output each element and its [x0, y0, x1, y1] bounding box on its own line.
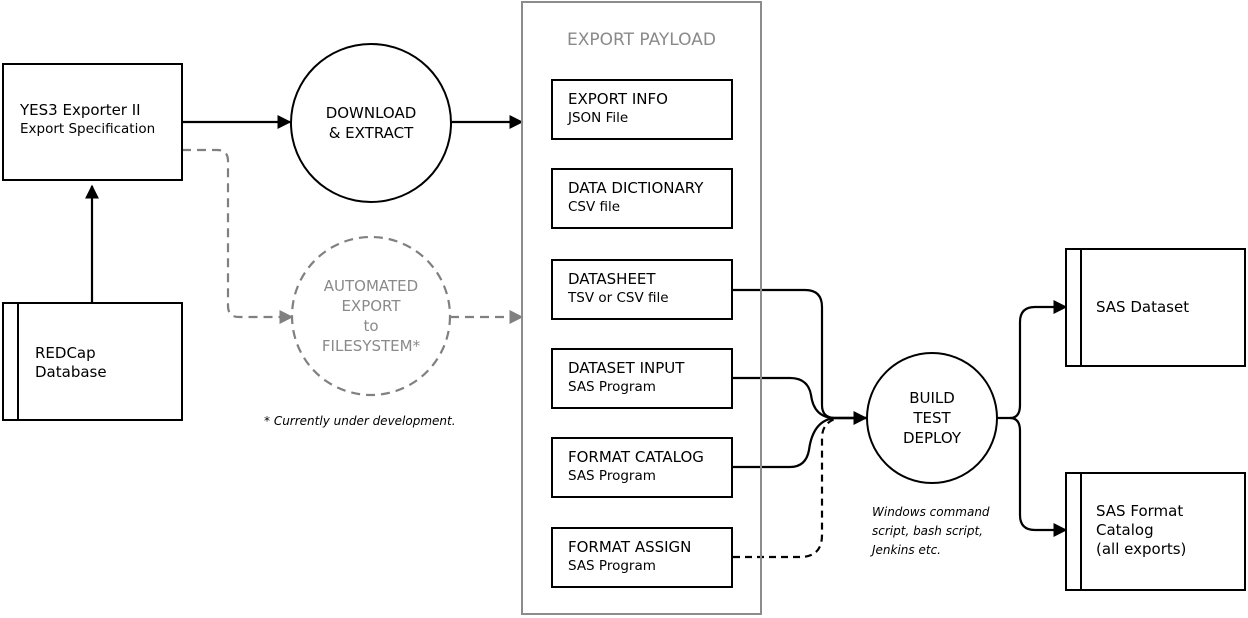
build-label-line1: BUILD	[909, 389, 955, 407]
datastore-bar	[1067, 474, 1082, 589]
export-payload-container	[521, 1, 762, 615]
payload-item-subtitle: SAS Program	[568, 379, 656, 395]
connector-dataset-input-to-build	[733, 376, 836, 420]
payload-item-title: DATA DICTIONARY	[568, 179, 704, 197]
payload-item-subtitle: SAS Program	[568, 558, 656, 574]
payload-item-subtitle: JSON File	[568, 110, 629, 126]
exporter-subtitle: Export Specification	[20, 121, 156, 137]
arrow-build-to-sas-dataset	[997, 300, 1068, 420]
payload-item-format-assign[interactable]: FORMAT ASSIGN SAS Program	[551, 527, 733, 588]
payload-item-title: FORMAT ASSIGN	[568, 538, 692, 556]
redcap-database-node[interactable]: REDCap Database	[2, 302, 183, 421]
exporter-title: YES3 Exporter II	[20, 101, 141, 119]
connector-format-assign-to-build	[733, 416, 839, 559]
payload-item-format-catalog[interactable]: FORMAT CATALOG SAS Program	[551, 437, 733, 498]
download-extract-node[interactable]: DOWNLOAD & EXTRACT	[290, 43, 452, 203]
datastore-bar	[1067, 250, 1082, 365]
sas-format-catalog-node[interactable]: SAS Format Catalog (all exports)	[1065, 472, 1246, 591]
payload-item-subtitle: SAS Program	[568, 468, 656, 484]
payload-item-title: EXPORT INFO	[568, 90, 668, 108]
redcap-label-line2: Database	[35, 363, 107, 381]
build-test-deploy-node[interactable]: BUILD TEST DEPLOY	[866, 352, 998, 484]
payload-item-subtitle: CSV file	[568, 199, 621, 215]
connector-format-catalog-to-build	[733, 416, 836, 469]
payload-item-export-info[interactable]: EXPORT INFO JSON File	[551, 79, 733, 140]
payload-item-title: FORMAT CATALOG	[568, 448, 704, 466]
download-label-line2: & EXTRACT	[328, 124, 414, 142]
build-note-line2: script, bash script,	[872, 524, 983, 538]
yes3-exporter-node[interactable]: YES3 Exporter II Export Specification	[2, 63, 183, 181]
payload-item-dataset-input[interactable]: DATASET INPUT SAS Program	[551, 348, 733, 409]
build-note-line1: Windows command	[872, 505, 990, 519]
sas-format-catalog-line2: Catalog	[1096, 521, 1154, 539]
arrow-build-to-sas-format-catalog	[1009, 416, 1068, 537]
build-label-line2: TEST	[913, 409, 951, 427]
automated-export-circle-outline	[290, 235, 452, 397]
sas-dataset-node[interactable]: SAS Dataset	[1065, 248, 1246, 367]
development-note: * Currently under development.	[264, 414, 456, 428]
payload-item-title: DATASET INPUT	[568, 359, 685, 377]
automated-label-line3: to	[363, 317, 379, 335]
sas-format-catalog-line3: (all exports)	[1096, 540, 1187, 558]
payload-item-datasheet[interactable]: DATASHEET TSV or CSV file	[551, 259, 733, 320]
automated-export-node[interactable]: AUTOMATED EXPORT to FILESYSTEM*	[292, 237, 450, 395]
export-payload-title: EXPORT PAYLOAD	[567, 30, 716, 50]
payload-item-subtitle: TSV or CSV file	[568, 290, 669, 306]
build-label-line3: DEPLOY	[902, 429, 962, 447]
automated-label-line2: EXPORT	[341, 297, 401, 315]
build-tools-note: Windows command script, bash script, Jen…	[872, 503, 990, 560]
sas-dataset-label: SAS Dataset	[1096, 298, 1190, 316]
download-label-line1: DOWNLOAD	[325, 104, 417, 122]
arrow-exporter-to-automated	[182, 148, 294, 324]
build-note-line3: Jenkins etc.	[872, 543, 941, 557]
sas-format-catalog-line1: SAS Format	[1096, 502, 1184, 520]
automated-label-line4: FILESYSTEM*	[321, 337, 421, 355]
payload-item-title: DATASHEET	[568, 270, 656, 288]
automated-label-line1: AUTOMATED	[323, 277, 419, 295]
redcap-label-line1: REDCap	[35, 344, 96, 362]
datastore-bar	[4, 304, 19, 419]
payload-item-data-dictionary[interactable]: DATA DICTIONARY CSV file	[551, 168, 733, 229]
